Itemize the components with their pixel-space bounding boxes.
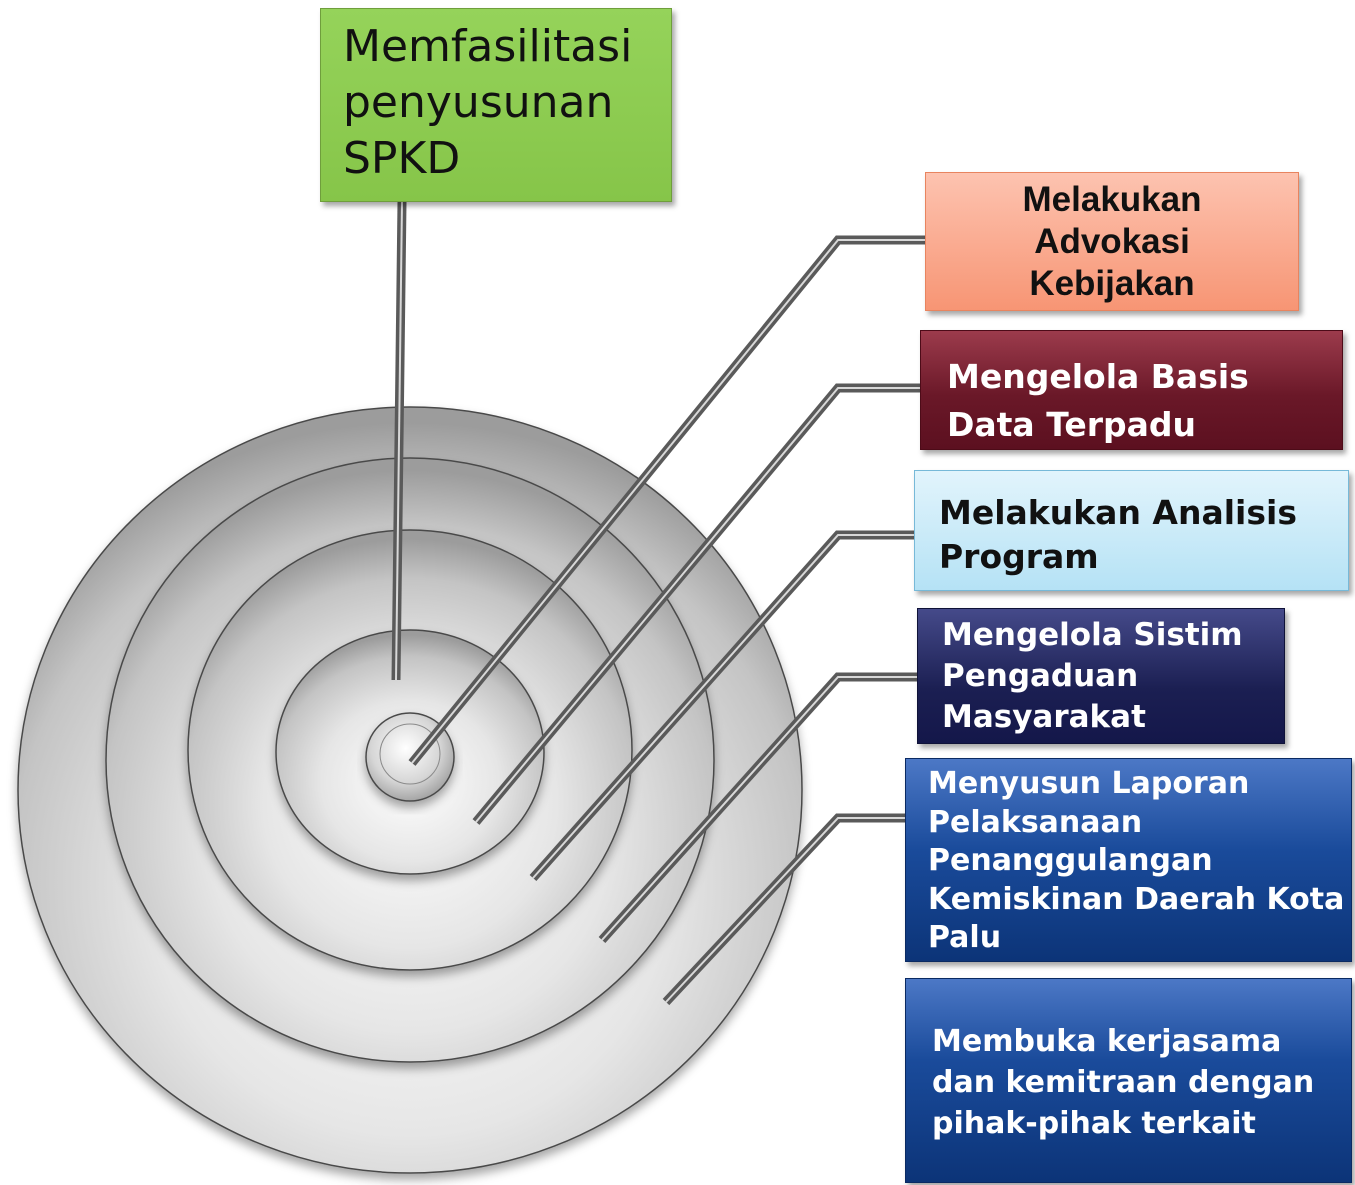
target-center-inner: [379, 723, 441, 785]
box-complaint-system-line-2: Pengaduan: [942, 658, 1139, 694]
box-complaint-system-line-3: Masyarakat: [942, 699, 1146, 735]
box-integrated-database-line-2: Data Terpadu: [947, 405, 1196, 444]
connector-laporan: [662, 813, 930, 1006]
box-facilitate-spkd-line-3: SPKD: [343, 133, 461, 184]
box-integrated-database-line-1: Mengelola Basis: [947, 357, 1249, 396]
box-implementation-report-line-1: Menyusun Laporan: [928, 766, 1250, 801]
connector-basis: [472, 383, 930, 825]
connector-spkd: [391, 201, 407, 681]
connector-pengaduan: [598, 672, 930, 944]
box-partnership-line-3: pihak-pihak terkait: [932, 1106, 1256, 1141]
box-integrated-database: Mengelola Basis Data Terpadu: [920, 330, 1343, 450]
target-rings: [17, 406, 803, 1174]
box-implementation-report-line-4: Kemiskinan Daerah Kota: [928, 881, 1345, 917]
box-complaint-system-line-1: Mengelola Sistim: [942, 617, 1243, 653]
box-policy-advocacy-line-1: Melakukan: [1022, 180, 1202, 219]
connector-advokasi: [408, 235, 935, 766]
box-policy-advocacy-line-2: Advokasi: [1034, 222, 1190, 261]
box-facilitate-spkd: Memfasilitasi penyusunan SPKD: [320, 8, 672, 202]
box-policy-advocacy: Melakukan Advokasi Kebijakan: [925, 172, 1299, 311]
box-complaint-system: Mengelola Sistim Pengaduan Masyarakat: [917, 608, 1285, 744]
box-partnership: Membuka kerjasama dan kemitraan dengan p…: [905, 978, 1352, 1183]
box-program-analysis: Melakukan Analisis Program: [914, 470, 1349, 591]
connectors: [391, 201, 935, 1006]
box-implementation-report: Menyusun Laporan Pelaksanaan Penanggulan…: [905, 758, 1352, 962]
box-facilitate-spkd-line-2: penyusunan: [343, 77, 614, 128]
box-partnership-line-1: Membuka kerjasama: [932, 1024, 1282, 1059]
connector-analisis: [529, 530, 925, 881]
box-implementation-report-line-5: Palu: [928, 920, 1002, 955]
box-policy-advocacy-line-3: Kebijakan: [1029, 264, 1195, 303]
box-implementation-report-line-3: Penanggulangan: [928, 843, 1213, 878]
box-program-analysis-line-2: Program: [939, 537, 1099, 576]
box-facilitate-spkd-line-1: Memfasilitasi: [343, 21, 633, 72]
box-implementation-report-line-2: Pelaksanaan: [928, 804, 1143, 840]
box-program-analysis-line-1: Melakukan Analisis: [939, 493, 1297, 532]
box-partnership-line-2: dan kemitraan dengan: [932, 1065, 1315, 1100]
